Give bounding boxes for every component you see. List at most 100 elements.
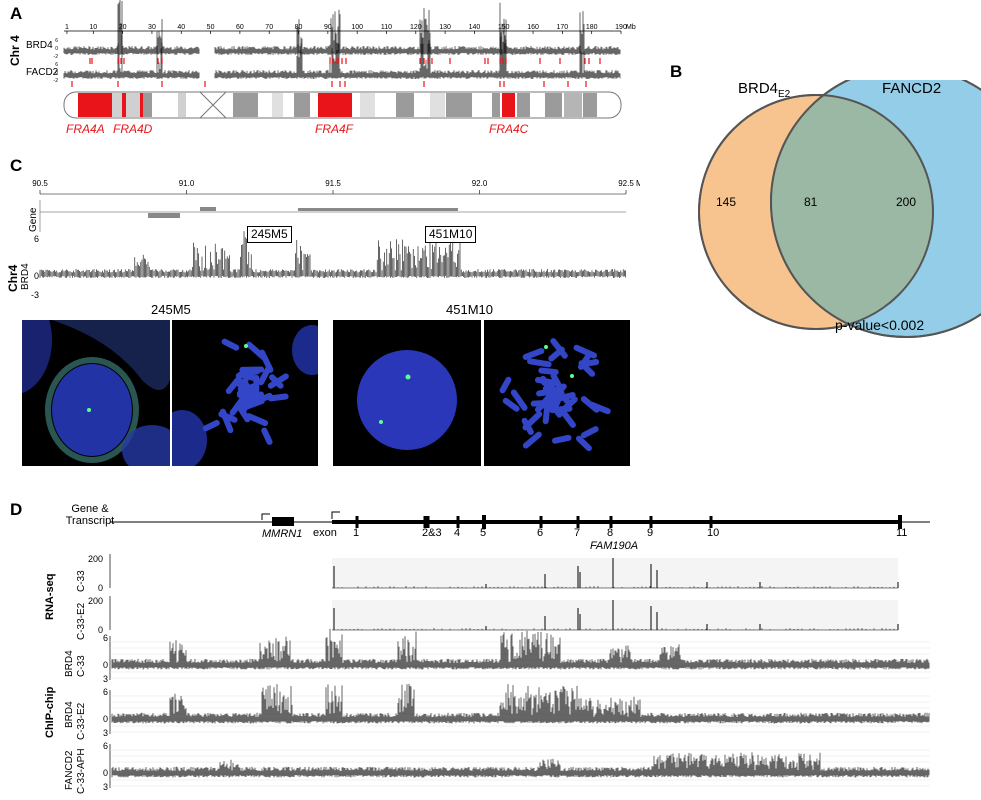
- rna-track-label-c33e2: C-33-E2: [76, 602, 87, 640]
- ideogram-band: [126, 93, 140, 117]
- gene-model: [148, 213, 180, 218]
- gene-track-label-line1: Gene &: [71, 503, 109, 515]
- ideogram-band: [502, 93, 515, 117]
- track-axis-tick: 0: [55, 70, 58, 76]
- panel-c-ytick-0: 0: [34, 271, 40, 281]
- mb-tick-label: 140: [469, 24, 481, 31]
- chip-fancd2-c33aph-signal: [111, 752, 930, 778]
- ideogram-band: [517, 93, 530, 117]
- mmrn1-block: [272, 517, 294, 526]
- chip1-tick-6: 6: [103, 633, 109, 643]
- mb-tick-label: 120: [410, 24, 422, 31]
- exon-mark: [576, 516, 580, 528]
- chipchip-group-label: ChIP-chip: [44, 686, 56, 738]
- exon-mark: [456, 516, 460, 528]
- exon-mark: [609, 516, 613, 528]
- chromosome: [538, 367, 559, 376]
- venn-pvalue: p-value<0.002: [835, 317, 925, 333]
- chromosome: [527, 358, 552, 368]
- chromosome: [267, 393, 289, 402]
- panel-c-gene-label: Gene: [28, 207, 39, 232]
- panel-c-brd4-label: BRD4: [20, 263, 31, 290]
- chromosome: [253, 374, 260, 401]
- rnaseq-c33-bg: [332, 558, 898, 588]
- mb-tick-label: 30: [148, 24, 156, 31]
- venn-overlap: [771, 95, 933, 329]
- chromosome: [573, 344, 597, 359]
- track-axis-tick: -2: [54, 54, 59, 60]
- mb-unit: Mb: [626, 24, 636, 31]
- track-axis-tick: 6: [55, 38, 58, 44]
- fish-title-245m5: 245M5: [151, 302, 191, 317]
- panel-a-mb-axis: 1102030405060708090100110120130140150160…: [64, 24, 636, 34]
- chip-track1-label-b: C-33: [76, 655, 87, 677]
- rnaseq-c33e2-bg: [332, 600, 898, 630]
- fragile-site-fra4c: FRA4C: [489, 122, 529, 136]
- fish-image-245m5-interphase: [22, 320, 170, 466]
- chromosome: [218, 411, 238, 423]
- chromosome: [240, 398, 265, 411]
- exon-number-label: 6: [537, 527, 544, 539]
- facd2-signal-right: [214, 23, 621, 79]
- chromosome: [522, 347, 545, 360]
- venn-count-fancd2-only: 200: [896, 195, 917, 209]
- chromosome: [202, 419, 220, 432]
- panel-c-ytick-6: 6: [34, 234, 40, 244]
- fragile-site-fra4a: FRA4A: [66, 122, 105, 136]
- chromosome: [246, 341, 267, 361]
- chromosome: [261, 427, 273, 445]
- chip-brd4-c33-signal: [111, 628, 930, 670]
- mb-tick-label: 1: [65, 24, 69, 31]
- track-label-brd4: BRD4: [26, 40, 53, 51]
- exon-mark: [355, 516, 359, 528]
- exon-mark: [649, 516, 653, 528]
- chip-track3-label-b: C-33-APH: [76, 748, 87, 794]
- exon-mark: [426, 516, 430, 528]
- ideogram-band: [360, 93, 375, 117]
- chromosome: [499, 376, 512, 394]
- gene-label-mmrn1: MMRN1: [262, 528, 303, 540]
- probe-label-451m10: 451M10: [425, 226, 477, 243]
- exon-number-label: 1: [353, 527, 360, 539]
- rna-track-label-c33: C-33: [76, 570, 87, 592]
- chromosome: [546, 395, 561, 414]
- panel-c-chr-label: Chr4: [6, 264, 20, 292]
- exon-mark: [898, 515, 902, 529]
- ideogram-band: [233, 93, 258, 117]
- chromosome: [580, 426, 599, 439]
- ideogram-band: [272, 93, 283, 117]
- chromosome: [580, 396, 600, 413]
- chromosome: [245, 413, 269, 427]
- rna-tick-0-a: 0: [98, 583, 104, 593]
- panel-c-mb-axis: 90.591.091.592.092.5Mb: [32, 179, 640, 195]
- venn-label-fancd2: FANCD2: [882, 80, 942, 97]
- venn-count-overlap: 81: [804, 195, 818, 209]
- chromosome: [221, 338, 240, 351]
- mb-tick-label: 60: [236, 24, 244, 31]
- ideogram-band: [430, 93, 445, 117]
- centromere-bottom: [198, 104, 228, 119]
- centromere-top: [198, 91, 228, 106]
- fam190a-body: [332, 520, 902, 524]
- panel-d-chipchip-tracks: [109, 628, 930, 788]
- exon-number-label: 11: [896, 527, 908, 539]
- mb-unit: Mb: [636, 179, 640, 188]
- mb-tick-label: 10: [89, 24, 97, 31]
- panel-c-brd4-signal: [39, 231, 626, 278]
- mb-tick-label: 20: [119, 24, 127, 31]
- rna-tick-200-a: 200: [88, 554, 104, 564]
- chromosome: [510, 389, 528, 411]
- chip-track2-label-a: BRD4: [64, 701, 75, 728]
- panel-a-figure: 1102030405060708090100110120130140150160…: [54, 0, 636, 119]
- exon-number-label: 4: [454, 527, 461, 539]
- mb-tick-label: 92.0: [472, 179, 488, 188]
- panel-d-rnaseq-tracks: [109, 554, 899, 631]
- mmrn1-arrow: [261, 513, 270, 520]
- panel-d-gene-track: [110, 511, 930, 529]
- chromosome: [550, 372, 564, 391]
- chip-track2-label-b: C-33-E2: [76, 702, 87, 740]
- chromosome: [238, 384, 252, 402]
- fragile-site-fra4d: FRA4D: [113, 122, 153, 136]
- mb-tick-label: 180: [586, 24, 598, 31]
- mb-tick-label: 100: [351, 24, 363, 31]
